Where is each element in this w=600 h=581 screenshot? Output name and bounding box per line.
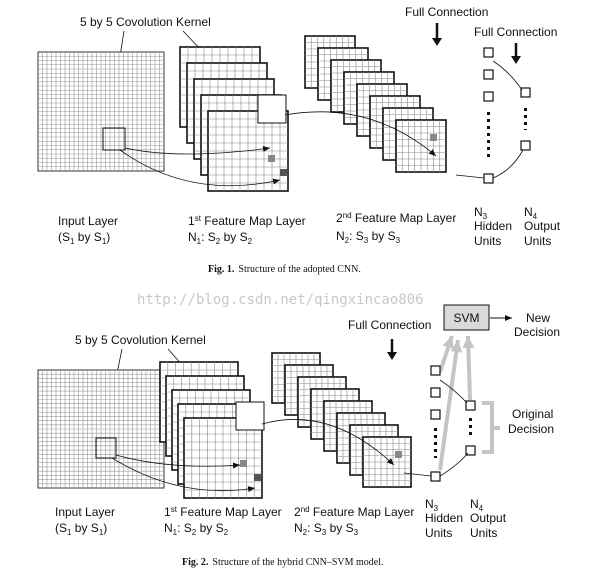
conv-arrow-3 — [284, 111, 437, 157]
svm-label: SVM — [453, 311, 479, 325]
feature-map-1-label: 1st Feature Map Layer — [164, 505, 282, 519]
conv-arrow-2 — [111, 457, 256, 493]
hidden-units — [430, 365, 441, 482]
conv-arrow-2 — [119, 149, 281, 187]
input-layer-label: Input Layer — [58, 214, 118, 228]
output-units — [465, 400, 476, 456]
fig2-caption: Fig. 2.Structure of the hybrid CNN–SVM m… — [182, 557, 383, 568]
input-layer-size: (S1 by S1) — [55, 521, 107, 537]
feature-map-2-label: 2nd Feature Map Layer — [294, 505, 414, 519]
feature-map-1-size: N1: S2 by S2 — [188, 230, 253, 246]
output-units — [520, 87, 531, 151]
kernel-label: 5 by 5 Covolution Kernel — [75, 333, 206, 347]
hidden-units-line2: Units — [474, 234, 501, 248]
output-units-n: N4 — [470, 497, 484, 513]
output-units-line2: Units — [470, 526, 497, 540]
input-layer-grid — [37, 51, 165, 172]
feature-map-1-label: 1st Feature Map Layer — [188, 214, 306, 228]
svm-box — [443, 304, 490, 331]
feature-map-2-size: N2: S3 by S3 — [336, 229, 401, 245]
watermark: http://blog.csdn.net/qingxincao806 — [137, 292, 424, 308]
output-units-n: N4 — [524, 205, 538, 221]
input-layer-grid — [37, 369, 165, 489]
feature-map-2-stack — [304, 35, 447, 173]
hidden-to-svm-arrow-3 — [462, 335, 475, 401]
original-decision-line2: Decision — [508, 422, 554, 436]
feature-map-2-stack — [271, 352, 412, 488]
hidden-units-line1: Hidden — [474, 219, 512, 233]
feature-map-1-stack — [159, 361, 265, 499]
input-layer-label: Input Layer — [55, 505, 115, 519]
hidden-units-n: N3 — [474, 205, 488, 221]
output-units-line1: Output — [470, 511, 507, 525]
hidden-units-n: N3 — [425, 497, 439, 513]
conv-arrow-3 — [261, 419, 395, 466]
figure-2: 5 by 5 Covolution Kernel Full Connection… — [37, 304, 560, 568]
new-decision-line2: Decision — [514, 325, 560, 339]
new-decision-line1: New — [526, 311, 550, 325]
feature-map-1-size: N1: S2 by S2 — [164, 521, 229, 537]
feature-map-2-size: N2: S3 by S3 — [294, 521, 359, 537]
feature-map-2-label: 2nd Feature Map Layer — [336, 211, 456, 225]
feature-map-1-stack — [179, 46, 289, 192]
full-connection-label-2: Full Connection — [474, 25, 557, 39]
original-decision-bracket — [482, 401, 500, 454]
conv-arrow-1 — [124, 145, 271, 155]
kernel-label: 5 by 5 Covolution Kernel — [80, 15, 211, 29]
hidden-units-line2: Units — [425, 526, 452, 540]
hidden-to-svm-arrow-2 — [438, 339, 463, 471]
conv-arrow-1 — [115, 454, 241, 469]
fig1-caption: Fig. 1.Structure of the adopted CNN. — [208, 264, 361, 275]
output-units-line2: Units — [524, 234, 551, 248]
hidden-units — [483, 47, 494, 184]
original-decision-line1: Original — [512, 407, 553, 421]
full-connection-label-1: Full Connection — [405, 5, 488, 19]
hidden-units-line1: Hidden — [425, 511, 463, 525]
figure-1: 5 by 5 Covolution Kernel Full Connection… — [37, 5, 561, 275]
hidden-to-svm-arrow-1 — [438, 335, 454, 373]
input-layer-size: (S1 by S1) — [58, 230, 110, 246]
full-connection-label: Full Connection — [348, 318, 431, 332]
output-units-line1: Output — [524, 219, 561, 233]
